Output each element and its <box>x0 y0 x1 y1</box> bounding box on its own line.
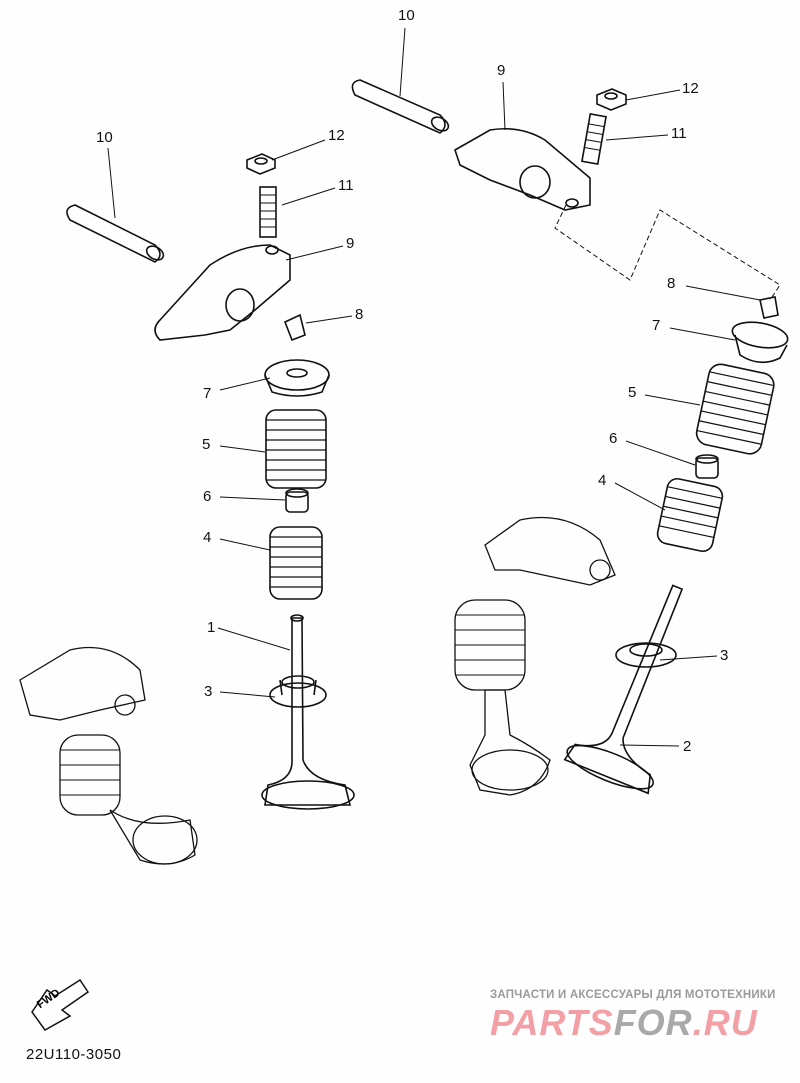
callout-left-11: 11 <box>338 177 354 194</box>
spring-retainer-left <box>264 359 330 397</box>
leader-lines <box>107 27 761 747</box>
callout-right-10: 10 <box>398 7 415 24</box>
adjuster-right <box>581 113 607 165</box>
callout-right-11: 11 <box>671 125 687 142</box>
callout-left-6: 6 <box>203 488 212 505</box>
callout-left-5: 5 <box>202 436 211 453</box>
callout-left-12: 12 <box>328 127 345 144</box>
callout-left-1: 1 <box>207 619 216 636</box>
watermark-brand-c: .RU <box>692 1002 758 1043</box>
valve-stem-seal-left <box>285 488 309 513</box>
rocker-shaft-right <box>351 79 450 134</box>
callout-left-10: 10 <box>96 129 113 146</box>
diagram-code: 22U110-3050 <box>26 1046 122 1063</box>
locknut-left <box>246 153 276 175</box>
outer-spring-right <box>695 363 775 455</box>
callout-right-7: 7 <box>652 317 661 334</box>
valve-cotter-left <box>283 313 306 342</box>
watermark-brand-b: FOR <box>613 1002 693 1043</box>
callout-right-3: 3 <box>720 647 729 664</box>
watermark-brand-a: PARTS <box>490 1002 614 1043</box>
callout-left-3: 3 <box>204 683 213 700</box>
valve-stem-seal-right <box>695 454 719 479</box>
reference-assembly-left <box>19 646 198 865</box>
callout-left-9: 9 <box>346 235 355 252</box>
watermark-logo: PARTSFOR.RU <box>490 1002 758 1044</box>
callout-left-4: 4 <box>203 529 212 546</box>
spring-retainer-right <box>731 321 789 364</box>
valve-guide-right <box>615 642 677 668</box>
rocker-arm-left <box>154 244 291 341</box>
intake-valve <box>261 614 355 810</box>
callout-right-12: 12 <box>682 80 699 97</box>
callout-left-7: 7 <box>203 385 212 402</box>
inner-spring-left <box>269 526 323 600</box>
rocker-shaft-left <box>66 204 165 263</box>
inner-spring-right <box>656 477 724 553</box>
rocker-arm-right <box>454 127 591 211</box>
exhaust-valve <box>563 584 684 795</box>
callout-left-8: 8 <box>355 306 364 323</box>
callout-right-4: 4 <box>598 472 607 489</box>
adjuster-left <box>259 186 277 238</box>
callout-right-8: 8 <box>667 275 676 292</box>
fwd-arrow-icon <box>31 978 90 1031</box>
reference-assembly-right <box>454 516 616 796</box>
callout-right-5: 5 <box>628 384 637 401</box>
callout-right-9: 9 <box>497 62 506 79</box>
outer-spring-left <box>265 409 327 489</box>
callout-right-6: 6 <box>609 430 618 447</box>
watermark-tagline: ЗАПЧАСТИ И АКСЕССУАРЫ ДЛЯ МОТОТЕХНИКИ <box>490 989 776 1001</box>
valve-cotter-right <box>759 296 779 319</box>
locknut-right <box>596 88 627 111</box>
callout-right-2: 2 <box>683 738 692 755</box>
valve-guide-left <box>269 675 327 708</box>
